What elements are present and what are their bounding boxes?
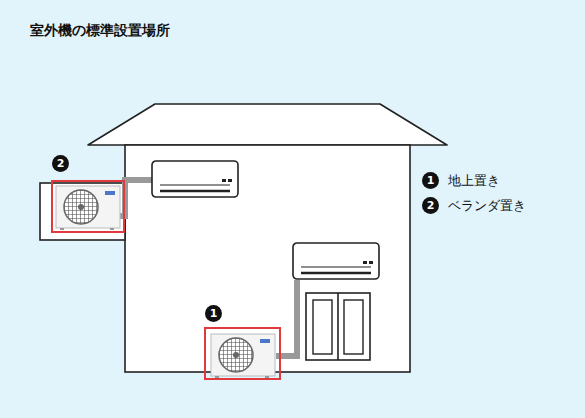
callout-number: 2 [52,155,69,172]
key-text: 地上置き [448,172,500,190]
key-text: ベランダ置き [448,197,526,215]
callout-number: 1 [205,305,222,322]
callout-number: 2 [422,197,439,214]
diagram-title: 室外機の標準設置場所 [30,22,170,40]
callout-number: 1 [422,172,439,189]
